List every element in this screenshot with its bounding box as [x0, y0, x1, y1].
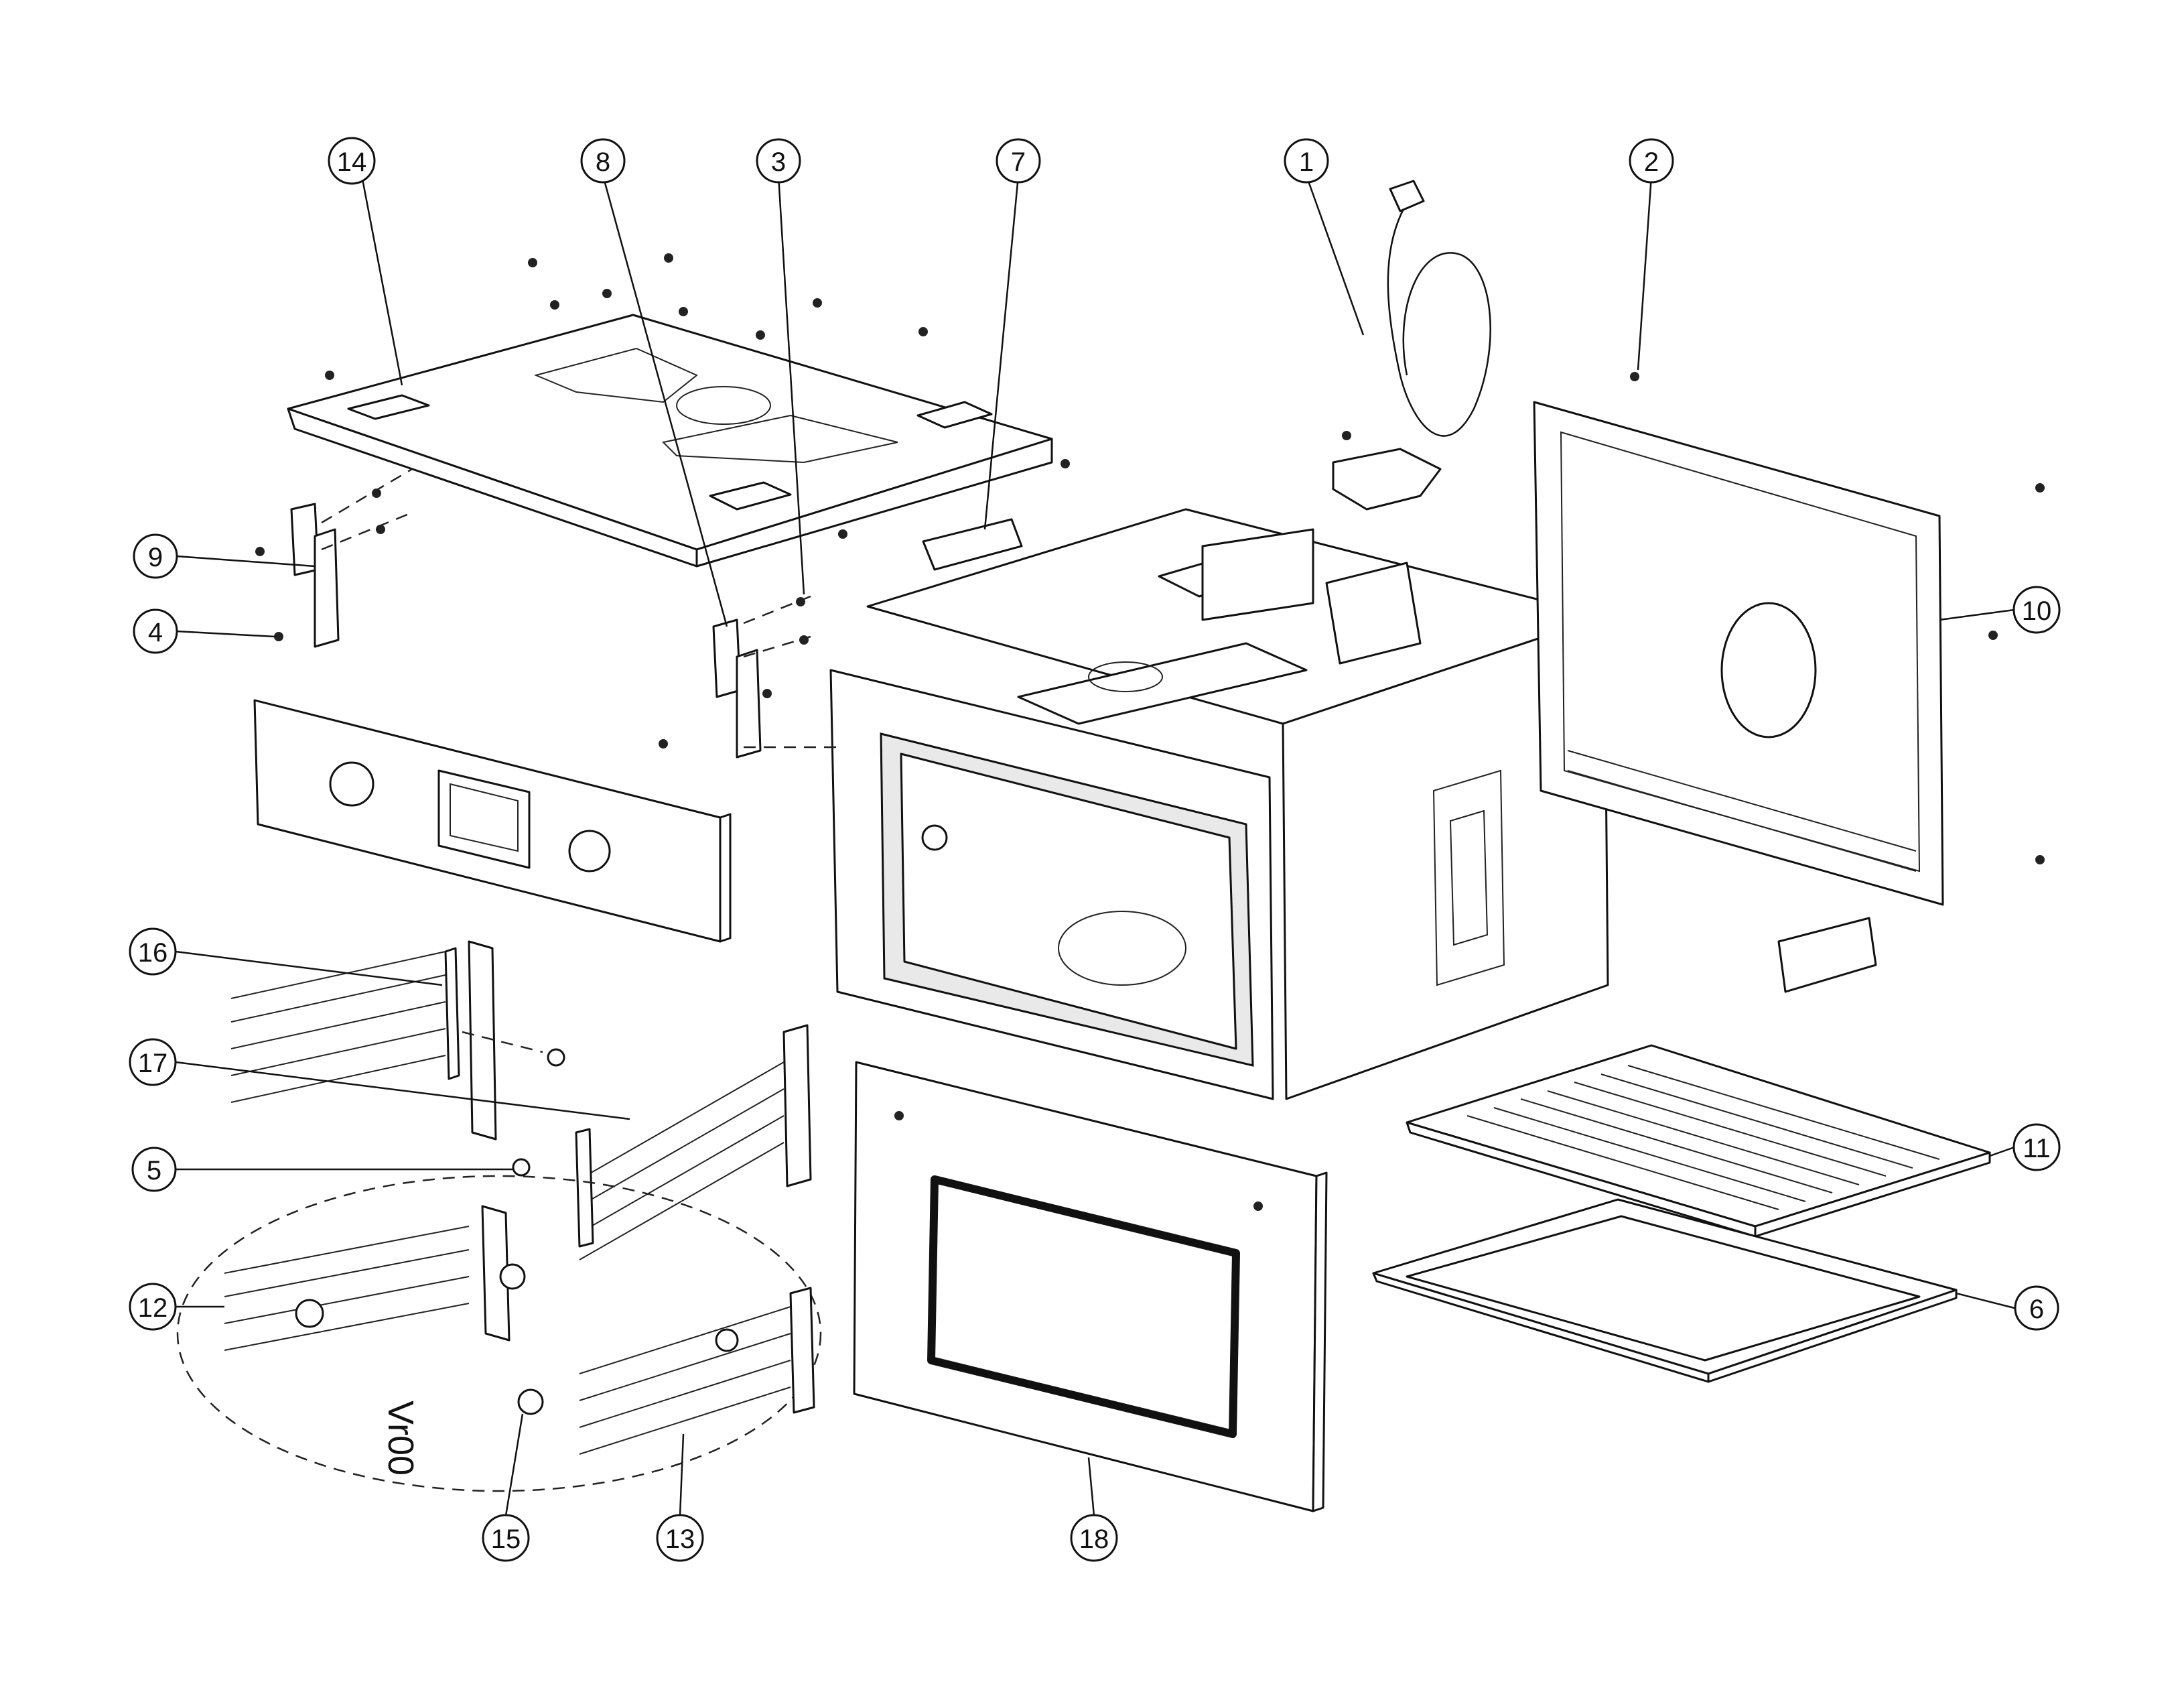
power-cable-with-plug	[1332, 180, 1491, 511]
right-hinge-bracket	[659, 595, 844, 759]
wire-rack	[1406, 1044, 1991, 1238]
svg-text:16: 16	[138, 938, 168, 968]
leader-11	[1989, 1146, 2015, 1157]
spacer-washer	[512, 1158, 531, 1177]
callout-7: 7	[996, 138, 1041, 184]
callout-5: 5	[131, 1147, 177, 1192]
leader-1	[1305, 175, 1365, 336]
leader-2	[1637, 175, 1653, 371]
callout-16: 16	[129, 927, 177, 976]
baking-tray	[1372, 1198, 1958, 1383]
svg-text:1: 1	[1299, 147, 1314, 177]
callout-4: 4	[133, 608, 178, 654]
svg-text:2: 2	[1644, 147, 1659, 177]
leader-15	[504, 1413, 524, 1516]
svg-text:17: 17	[138, 1049, 168, 1078]
svg-text:5: 5	[147, 1156, 161, 1185]
optional-rail-kit	[176, 1175, 822, 1492]
leader-8	[602, 175, 728, 627]
leader-13	[679, 1433, 685, 1516]
svg-text:8: 8	[596, 147, 610, 177]
svg-text:11: 11	[2023, 1134, 2051, 1163]
svg-text:12: 12	[138, 1293, 168, 1323]
leader-17	[175, 1061, 630, 1120]
svg-text:14: 14	[337, 147, 367, 177]
leader-lines	[175, 175, 2015, 1516]
oven-door	[853, 1061, 1328, 1512]
leader-6	[1956, 1292, 2015, 1309]
callout-13: 13	[656, 1514, 704, 1562]
left-hinge-bracket	[255, 468, 413, 648]
callout-17: 17	[129, 1038, 177, 1086]
callout-9: 9	[133, 533, 178, 579]
leader-9	[176, 555, 316, 568]
leader-4	[176, 630, 275, 638]
callout-10: 10	[2012, 586, 2061, 634]
right-shelf-rail	[575, 1024, 812, 1260]
rear-panel	[1533, 372, 2045, 906]
svg-text:7: 7	[1011, 147, 1026, 177]
left-shelf-rail	[230, 940, 565, 1141]
svg-text:15: 15	[491, 1524, 521, 1554]
leader-16	[175, 950, 443, 986]
svg-text:3: 3	[771, 147, 786, 177]
svg-text:6: 6	[2029, 1295, 2044, 1324]
svg-text:10: 10	[2022, 596, 2052, 626]
side-bracket	[1777, 917, 1877, 993]
callout-15: 15	[482, 1514, 530, 1562]
svg-text:9: 9	[148, 543, 163, 572]
svg-text:13: 13	[665, 1524, 695, 1554]
top-bracket	[922, 518, 1023, 571]
control-panel	[253, 699, 732, 943]
screw-set-top-cover	[325, 253, 1070, 539]
callout-14: 14	[328, 137, 376, 185]
callout-1: 1	[1284, 138, 1329, 184]
leader-10	[1939, 608, 2015, 621]
top-cover-panel	[287, 314, 1053, 568]
callout-2: 2	[1629, 138, 1674, 184]
callout-6: 6	[2014, 1285, 2059, 1331]
callout-18: 18	[1070, 1514, 1118, 1562]
oven-main-body	[829, 508, 1609, 1100]
leader-14	[360, 175, 403, 386]
leader-7	[983, 175, 1020, 530]
svg-text:18: 18	[1079, 1524, 1109, 1554]
callout-11: 11	[2012, 1123, 2061, 1171]
leader-18	[1087, 1457, 1095, 1516]
callout-8: 8	[580, 138, 626, 184]
revision-mark: Vr00	[381, 1401, 421, 1476]
callout-12: 12	[129, 1283, 177, 1331]
callout-3: 3	[756, 138, 801, 184]
svg-text:4: 4	[148, 618, 163, 647]
leader-3	[777, 175, 805, 595]
